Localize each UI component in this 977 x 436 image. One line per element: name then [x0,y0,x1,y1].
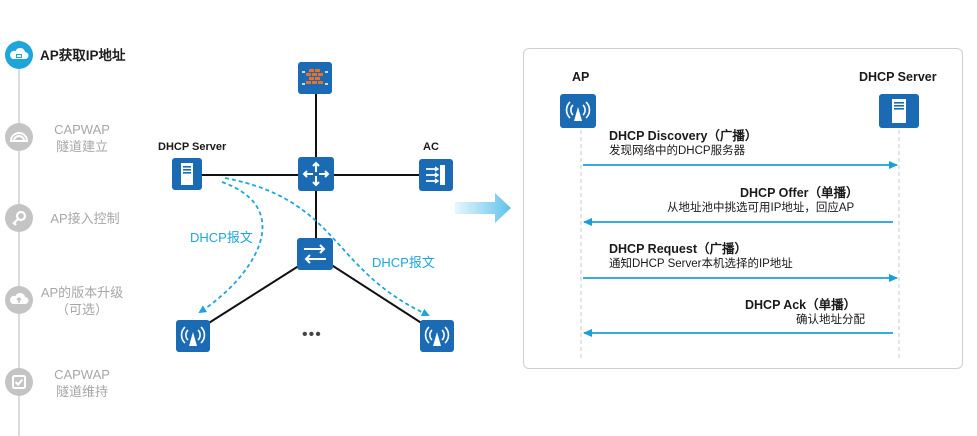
message-offer-title: DHCP Offer（单播） [740,186,859,200]
step-4-label[interactable]: AP的版本升级 （可选） [34,284,130,318]
firewall-icon[interactable] [298,62,332,94]
step-connector-line [18,40,20,436]
step-4-label-line-1: AP的版本升级 [40,285,124,300]
step-3-key-icon[interactable] [5,204,33,232]
message-discovery-desc: 发现网络中的DHCP服务器 [609,145,746,157]
flow-arrow-icon [455,193,511,223]
step-3-label[interactable]: AP接入控制 [50,211,120,226]
server-icon[interactable] [172,158,202,190]
message-discovery-title: DHCP Discovery（广播） [609,129,758,143]
dhcp-message-label-right: DHCP报文 [372,255,435,270]
step-5-label[interactable]: CAPWAP 隧道维持 [42,366,122,400]
dhcp-message-label-left: DHCP报文 [190,230,253,245]
dhcp-message-arrow-left [198,181,264,314]
step-2-tunnel-icon[interactable] [5,123,33,151]
step-4-label-line-2: （可选） [55,302,108,317]
message-request-desc: 通知DHCP Server本机选择的IP地址 [609,258,793,270]
more-aps-ellipsis: ••• [302,326,322,343]
step-4-upgrade-icon[interactable] [5,286,33,314]
server-icon [879,94,919,128]
step-2-label-line-1: CAPWAP [54,122,110,137]
step-5-checkbox-icon[interactable] [5,368,33,396]
step-2-label[interactable]: CAPWAP 隧道建立 [42,121,122,155]
step-5-label-line-1: CAPWAP [54,367,110,382]
message-offer-desc: 从地址池中挑选可用IP地址，回应AP [667,202,855,214]
router-icon[interactable] [298,157,334,191]
ap-icon[interactable] [176,320,210,352]
step-1-ap-cloud-icon[interactable] [5,41,33,69]
step-1-label[interactable]: AP获取IP地址 [40,48,126,63]
sequence-ap-title: AP [572,70,590,84]
step-5-label-line-2: 隧道维持 [55,384,108,399]
ap-icon[interactable] [420,320,454,352]
ac-icon[interactable] [419,159,453,191]
ap-icon [560,94,596,128]
switch-icon[interactable] [297,238,333,270]
message-ack-title: DHCP Ack（单播） [745,298,857,312]
sequence-server-title: DHCP Server [859,70,937,84]
dhcp-server-label: DHCP Server [158,141,227,153]
step-2-label-line-2: 隧道建立 [55,139,108,154]
ac-label: AC [423,141,439,153]
message-request-title: DHCP Request（广播） [609,242,747,256]
message-ack-desc: 确认地址分配 [796,314,865,326]
dhcp-message-arrow-right [224,177,430,317]
